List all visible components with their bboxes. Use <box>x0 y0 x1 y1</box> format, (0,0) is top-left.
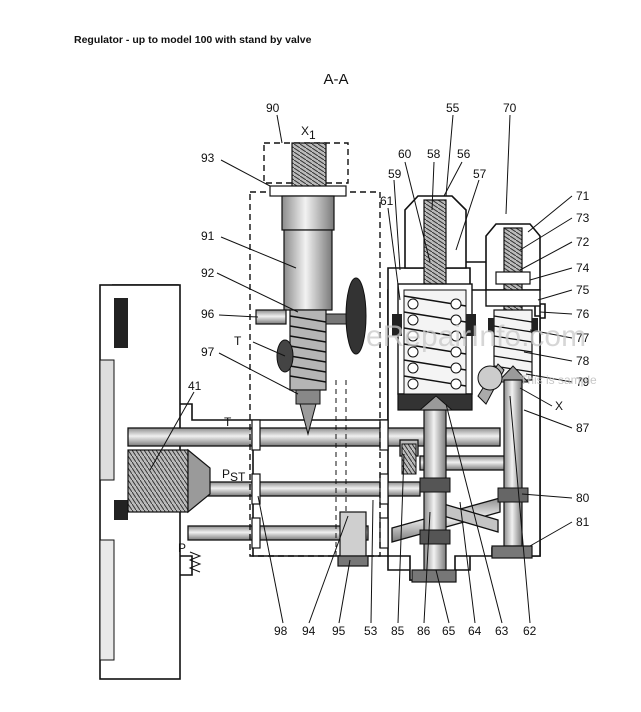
callout-78: 78 <box>576 354 590 368</box>
callout-76: 76 <box>576 307 590 321</box>
port-labels: X 1 T T P ST P X <box>178 124 563 555</box>
plug-41 <box>127 448 211 514</box>
callout-64: 64 <box>468 624 482 638</box>
callout-60: 60 <box>398 147 412 161</box>
regulator-70 <box>477 223 541 559</box>
port-x1-subscript: 1 <box>309 128 316 142</box>
callout-61: 61 <box>380 194 394 208</box>
callout-95: 95 <box>332 624 346 638</box>
connector-93 <box>269 142 347 311</box>
callout-59: 59 <box>388 167 402 181</box>
port-p-label: P <box>178 541 186 555</box>
callout-41: 41 <box>188 379 202 393</box>
callout-90: 90 <box>266 101 280 115</box>
callout-65: 65 <box>442 624 456 638</box>
callout-87: 87 <box>576 421 590 435</box>
callout-92: 92 <box>201 266 215 280</box>
callout-98: 98 <box>274 624 288 638</box>
callout-63: 63 <box>495 624 509 638</box>
page-title: Regulator - up to model 100 with stand b… <box>74 34 312 46</box>
port-pst-label: P <box>222 467 230 481</box>
callout-97: 97 <box>201 345 215 359</box>
spring-p <box>188 551 202 573</box>
callout-93: 93 <box>201 151 215 165</box>
spring-92 <box>289 309 327 436</box>
callout-62: 62 <box>523 624 537 638</box>
section-label: A-A <box>323 71 348 88</box>
callout-71: 71 <box>576 189 590 203</box>
port-pst-subscript: ST <box>230 470 246 484</box>
callout-55: 55 <box>446 101 460 115</box>
callout-96: 96 <box>201 307 215 321</box>
port-t-upper-label: T <box>234 334 242 348</box>
callout-72: 72 <box>576 235 590 249</box>
callout-86: 86 <box>417 624 431 638</box>
port-t-channel-label: T <box>224 415 232 429</box>
port-seals <box>251 419 389 549</box>
callout-74: 74 <box>576 261 590 275</box>
callout-81: 81 <box>576 515 590 529</box>
callout-57: 57 <box>473 167 487 181</box>
callout-56: 56 <box>457 147 471 161</box>
callout-70: 70 <box>503 101 517 115</box>
callout-80: 80 <box>576 491 590 505</box>
callout-53: 53 <box>364 624 378 638</box>
pin-96 <box>255 309 287 325</box>
watermark-site: eRepairInfo.com <box>366 320 586 353</box>
callout-58: 58 <box>427 147 441 161</box>
callout-79: 79 <box>576 375 590 389</box>
port-x-label: X <box>555 399 563 413</box>
callout-91: 91 <box>201 229 215 243</box>
watermark-note: This is sample <box>520 373 597 387</box>
leader-lines <box>149 114 573 624</box>
callout-85: 85 <box>391 624 405 638</box>
port-x1-label: X <box>301 124 309 138</box>
callout-77: 77 <box>576 331 590 345</box>
callout-73: 73 <box>576 211 590 225</box>
regulator-55 <box>392 195 476 583</box>
callout-94: 94 <box>302 624 316 638</box>
plug-95 <box>337 511 369 567</box>
callout-75: 75 <box>576 283 590 297</box>
callout-numbers: 90 93 91 92 96 97 41 98 94 95 53 85 86 6… <box>188 101 590 638</box>
